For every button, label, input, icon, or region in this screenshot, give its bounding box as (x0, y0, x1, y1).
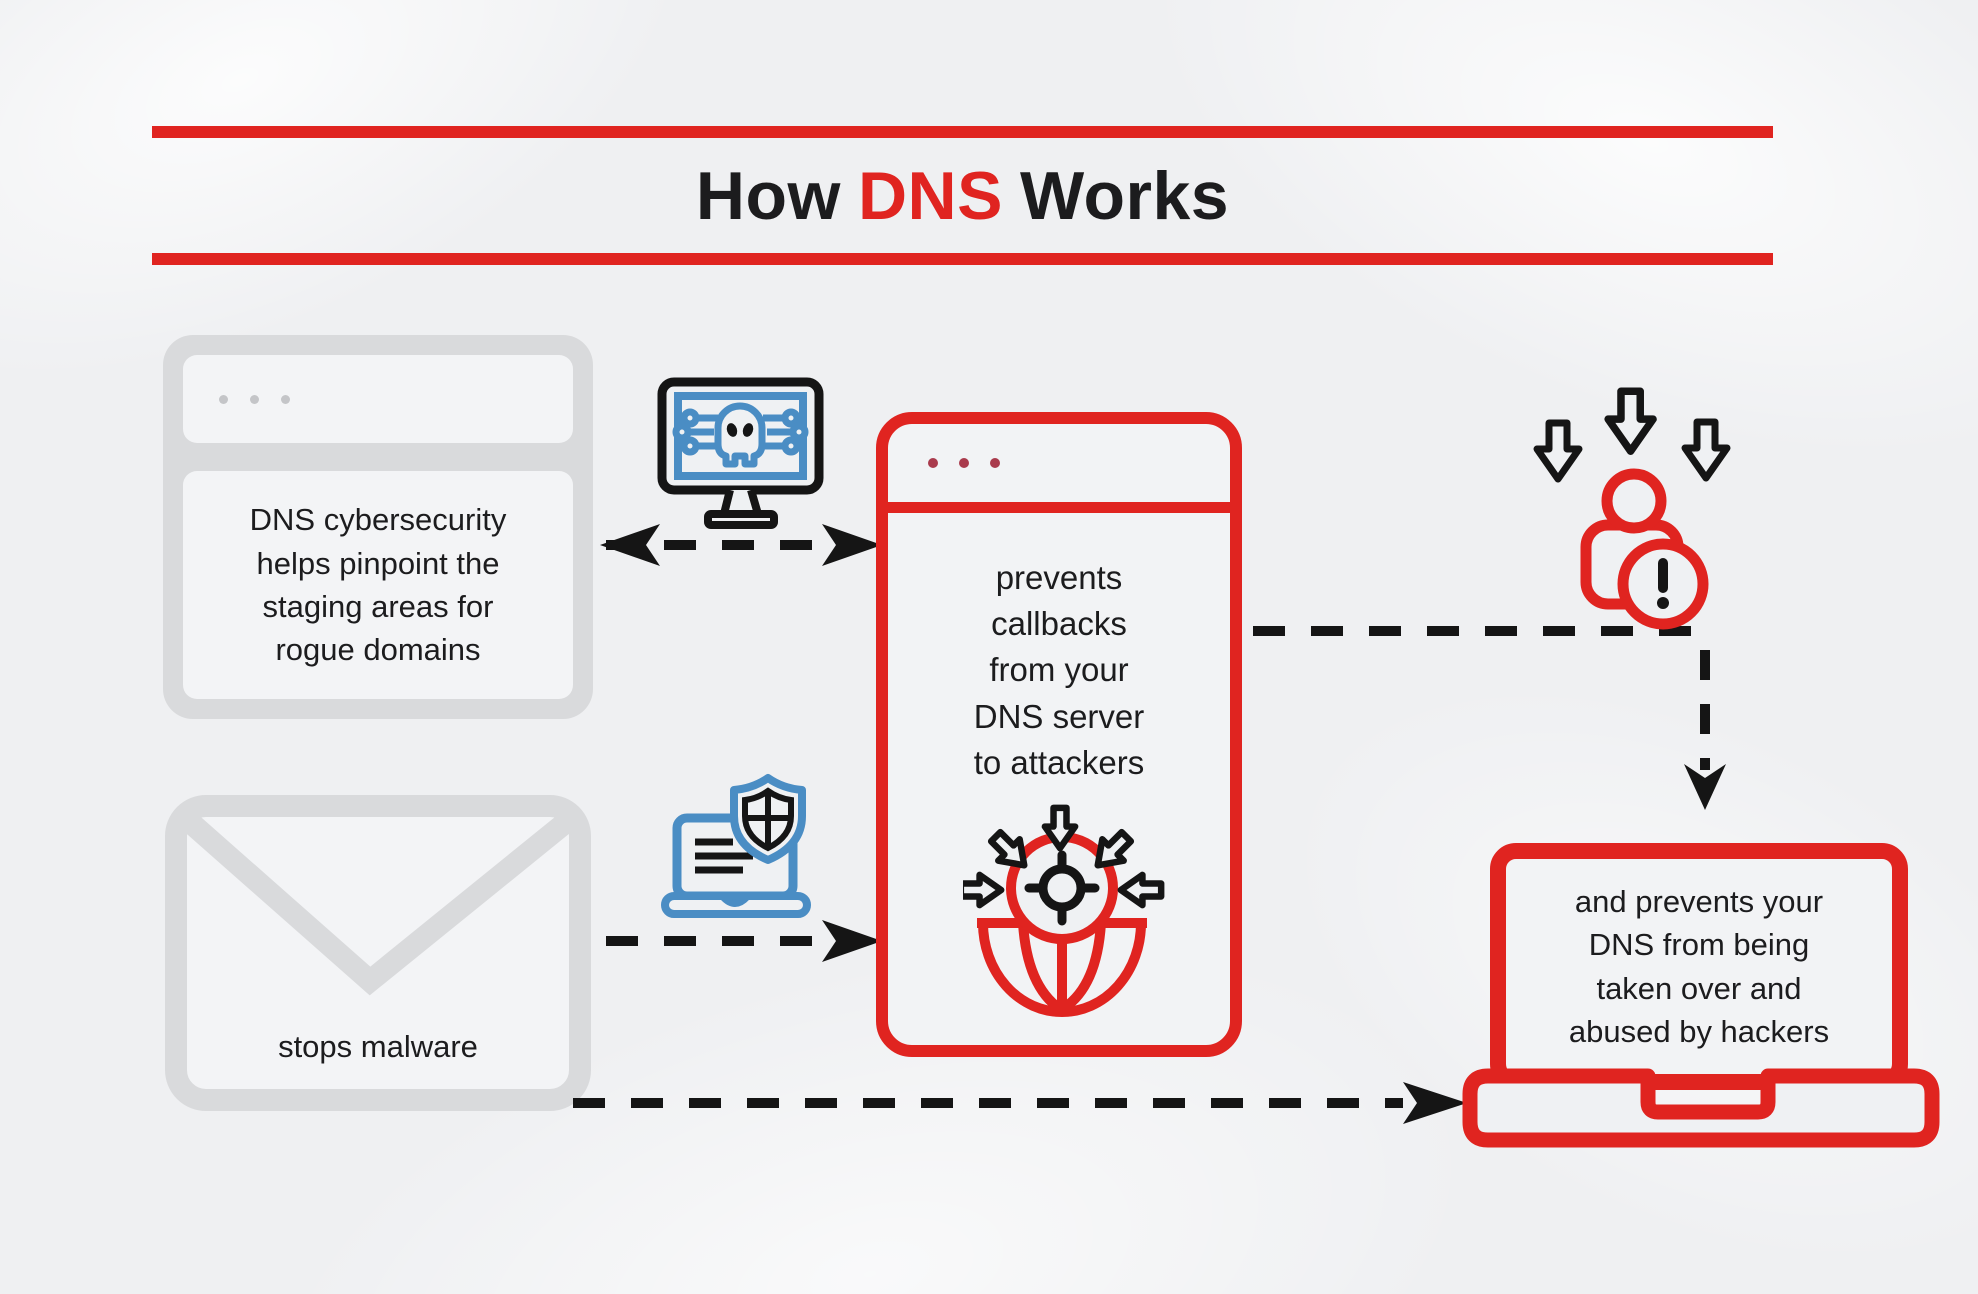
dns-protection-panel: prevents callbacks from your DNS server … (876, 412, 1242, 1057)
title-word: How (695, 157, 841, 234)
panel-titlebar (888, 424, 1230, 513)
arrow-envelope-to-laptop (573, 1082, 1467, 1124)
result-laptop-text: and prevents your DNS from being taken o… (1568, 883, 1830, 1049)
browser-titlebar (183, 355, 573, 443)
title-rule-top (152, 126, 1773, 138)
user-alert-icon (1520, 382, 1750, 630)
browser-content: DNS cybersecurity helps pinpoint the sta… (183, 471, 573, 699)
malware-monitor-icon (657, 377, 824, 529)
browser-window-card: DNS cybersecurity helps pinpoint the sta… (163, 335, 593, 719)
title-word: Works (1020, 157, 1230, 234)
arrow-panel-to-laptop (1253, 626, 1726, 810)
arrow-browser-to-panel (600, 524, 882, 566)
title-rule-bottom (152, 253, 1773, 265)
browser-card-text: DNS cybersecurity helps pinpoint the sta… (249, 502, 507, 668)
result-laptop-base-icon (1462, 1068, 1940, 1148)
envelope-card: stops malware (163, 793, 593, 1113)
secure-laptop-icon (661, 774, 811, 918)
incoming-arrows-icon (1537, 391, 1727, 479)
window-dot-icon (281, 394, 290, 404)
arrow-envelope-to-panel (606, 920, 882, 962)
globe-under-attack-icon (963, 800, 1168, 1017)
window-dot-icon (959, 458, 969, 468)
result-laptop-screen: and prevents your DNS from being taken o… (1490, 843, 1908, 1090)
window-dot-icon (250, 394, 259, 404)
title-accent-word: DNS (857, 157, 1004, 234)
skull-icon (714, 402, 766, 468)
envelope-card-text: stops malware (278, 1029, 478, 1064)
dns-panel-text: prevents callbacks from your DNS server … (973, 559, 1145, 781)
target-icon (1024, 850, 1100, 926)
window-dot-icon (990, 458, 1000, 468)
window-dot-icon (928, 458, 938, 468)
page-title: How DNS Works (152, 138, 1773, 253)
window-dot-icon (219, 394, 228, 404)
envelope-icon (165, 795, 591, 1111)
